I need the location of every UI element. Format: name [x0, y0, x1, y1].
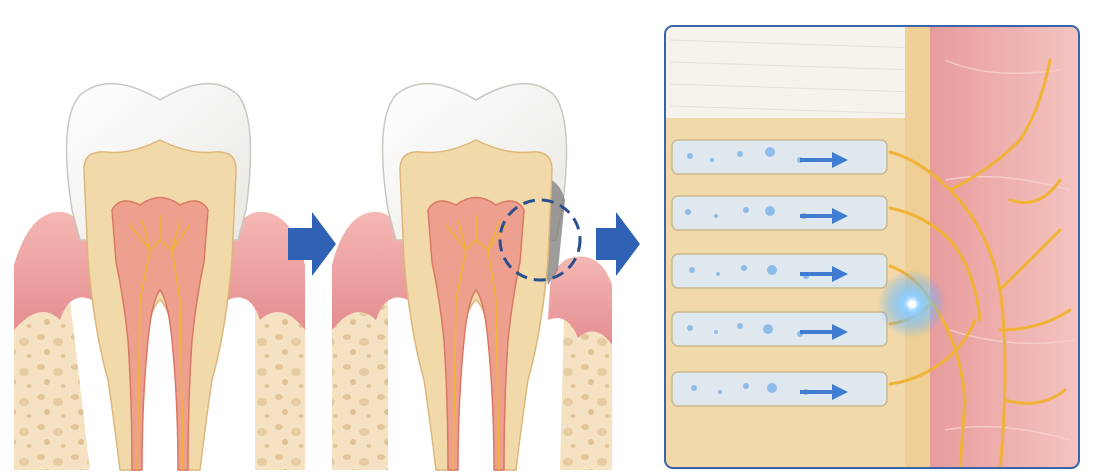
gum-right	[228, 211, 305, 330]
right-arrow-icon	[800, 324, 848, 340]
right-arrow-icon	[596, 212, 640, 276]
tubule	[671, 371, 888, 407]
receded-gum-right	[548, 256, 612, 345]
right-arrow-icon	[800, 384, 848, 400]
pulp-nerves	[445, 215, 507, 471]
right-arrow-icon	[288, 212, 336, 276]
magnifier-circle-icon	[498, 198, 582, 282]
tubule	[671, 253, 888, 289]
dentin	[399, 139, 553, 471]
outer-surface	[665, 26, 925, 126]
right-arrow-icon	[800, 266, 848, 282]
dentin-tubules-closeup	[664, 25, 1080, 469]
tubule	[671, 139, 888, 175]
right-arrow-icon	[800, 208, 848, 224]
fluid-flow-arrows	[800, 152, 848, 400]
pain-signal-point	[908, 300, 916, 308]
pulp	[111, 196, 209, 471]
fluid-droplets	[685, 147, 809, 395]
gum-left	[332, 211, 408, 330]
tubule	[671, 195, 888, 231]
dentin	[83, 139, 237, 471]
pulp-nerves	[129, 215, 191, 471]
right-arrow-icon	[800, 152, 848, 168]
healthy-tooth	[14, 83, 305, 471]
receding-gum-tooth	[332, 83, 612, 471]
tubule	[671, 311, 888, 347]
pulp	[427, 196, 525, 471]
gum-left	[14, 211, 92, 330]
dentin-layer	[665, 118, 915, 468]
closeup-panel-border	[664, 25, 1080, 469]
